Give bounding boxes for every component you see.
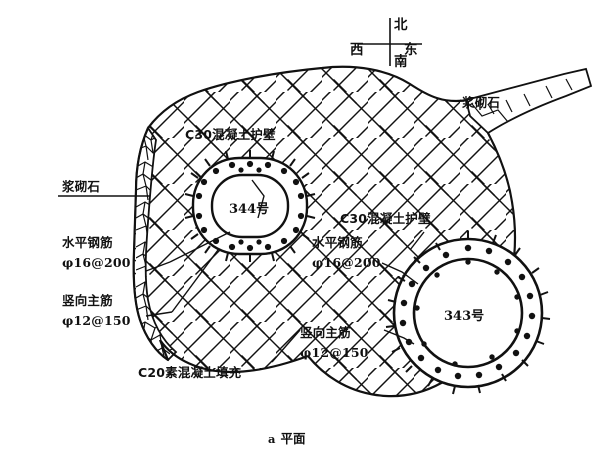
shaft-344-radial-ticks: [184, 150, 316, 262]
label-vertical-rebar-spec-left: φ12@150: [62, 313, 131, 328]
compass-east-label: 东: [404, 42, 418, 58]
shaft-344-inner-face: [210, 173, 290, 239]
label-horizontal-rebar-mid: 水平钢筋: [312, 235, 363, 250]
shaft-343-label: 343号: [444, 309, 485, 324]
label-lining-343: C30混凝土护壁: [340, 211, 431, 226]
label-vertical-rebar-mid: 竖向主筋: [300, 325, 351, 340]
label-horizontal-rebar-spec-left: φ16@200: [62, 255, 131, 270]
shaft-344-group: [184, 150, 316, 262]
label-masonry-left: 浆砌石: [62, 179, 101, 194]
figure-caption: a 平面: [268, 428, 305, 447]
compass-north-label: 北: [394, 17, 408, 33]
shaft-344-label: 344号: [229, 202, 270, 217]
masonry-band-right: [464, 67, 593, 135]
compass-rose: [358, 18, 422, 66]
figure-caption-text: 平面: [280, 431, 306, 446]
label-masonry-right: 浆砌石: [462, 95, 501, 110]
label-concrete-fill: C20素混凝土填充: [138, 365, 242, 380]
compass-west-label: 西: [350, 42, 364, 58]
figure-caption-key: a: [268, 432, 276, 446]
label-lining-344: C30混凝土护壁: [185, 127, 276, 142]
shaft-343-radial-ticks: [385, 231, 551, 395]
label-vertical-rebar-left: 竖向主筋: [62, 293, 113, 308]
shaft-343-inner-face: [412, 257, 524, 369]
leader-lines: [58, 96, 481, 363]
shaft-344-rebar-dots: [195, 160, 305, 252]
label-horizontal-rebar-left: 水平钢筋: [62, 235, 113, 250]
label-horizontal-rebar-spec-mid: φ16@200: [312, 255, 381, 270]
compass-south-label: 南: [394, 54, 408, 70]
label-vertical-rebar-spec-mid: φ12@150: [300, 345, 369, 360]
